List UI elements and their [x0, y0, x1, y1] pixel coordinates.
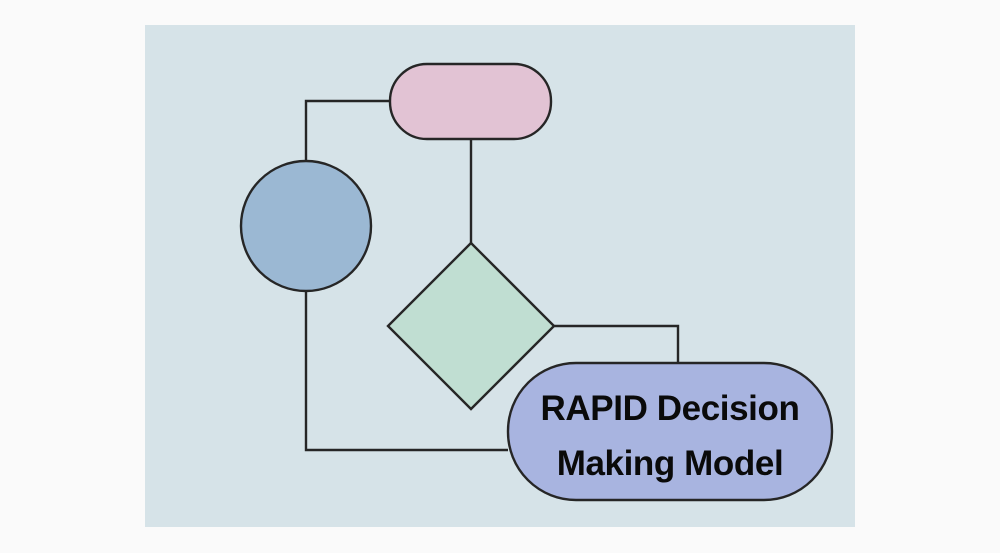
node-purple-model-label-line2: Making Model	[557, 444, 784, 483]
connector-group	[304, 99, 680, 452]
node-green-diamond[interactable]	[386, 241, 556, 411]
connector-circle-to-model	[304, 291, 508, 452]
connector-pink-to-circle	[304, 99, 390, 161]
node-pink-terminator[interactable]	[388, 62, 553, 141]
node-purple-model-label-line1: RAPID Decision	[541, 389, 800, 428]
node-blue-circle[interactable]	[239, 159, 373, 293]
node-purple-model[interactable]	[506, 361, 834, 502]
connector-diamond-to-model	[554, 324, 680, 363]
